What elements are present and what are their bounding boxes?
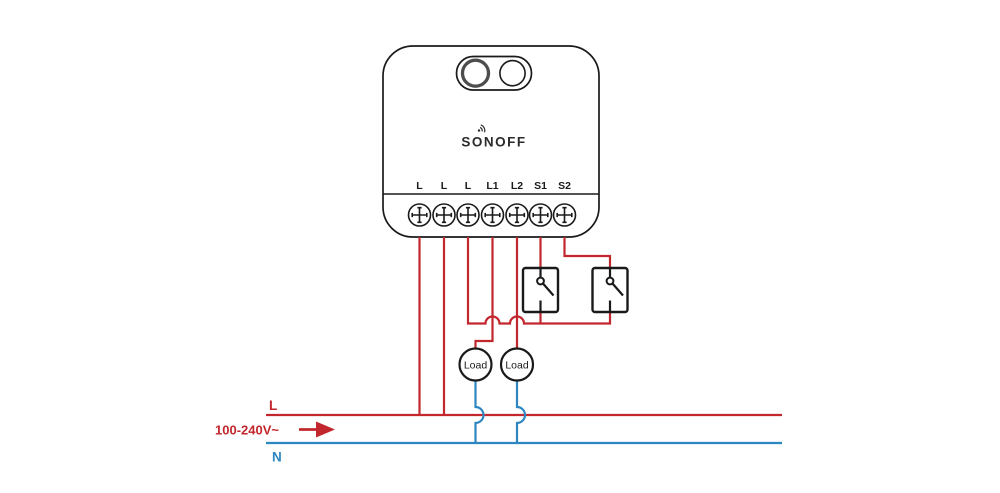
screw-terminal-icon bbox=[480, 203, 505, 227]
neutral-line-label: N bbox=[272, 450, 282, 465]
screw-terminal-icon bbox=[528, 203, 553, 227]
terminal-label-out2: L2 bbox=[511, 180, 523, 192]
load-circle bbox=[499, 347, 535, 382]
s2-to-switch2-wire bbox=[563, 237, 612, 268]
mains-labels: L N 100-240V~ bbox=[215, 398, 335, 465]
switch-icon bbox=[536, 268, 555, 312]
device-button-icon bbox=[460, 58, 491, 88]
terminal-label-l1: L bbox=[416, 180, 423, 192]
screw-terminals bbox=[407, 203, 577, 227]
arrow-right-icon bbox=[299, 421, 335, 438]
load-2-label: Load bbox=[505, 360, 529, 372]
sonoff-device: SONOFF L L L L1 L2 S1 S2 bbox=[382, 45, 600, 238]
switch-icon bbox=[605, 268, 624, 312]
external-switch-1 bbox=[521, 266, 560, 314]
l1-to-load1-wire bbox=[474, 237, 494, 349]
live-wiring bbox=[266, 237, 782, 417]
button-cluster bbox=[455, 55, 533, 91]
external-switch-2 bbox=[591, 266, 629, 314]
live-line-label: L bbox=[269, 398, 277, 413]
screw-terminal-icon bbox=[505, 203, 529, 227]
terminal-label-l3: L bbox=[465, 180, 472, 192]
load1-neutral-wire bbox=[474, 380, 485, 443]
button-recess bbox=[455, 55, 533, 91]
live-wire-switch-bus bbox=[466, 237, 612, 325]
terminal-label-out1: L1 bbox=[486, 180, 498, 192]
terminal-label-s2: S2 bbox=[558, 180, 571, 192]
neutral-wiring bbox=[266, 380, 782, 445]
load-1: Load bbox=[458, 347, 493, 382]
brand-logo: SONOFF bbox=[461, 124, 526, 150]
load-1-label: Load bbox=[464, 360, 488, 372]
load-circle bbox=[458, 347, 493, 382]
sonoff-logo-text: SONOFF bbox=[461, 135, 526, 150]
screw-terminal-icon bbox=[456, 203, 480, 227]
load2-neutral-wire bbox=[515, 380, 527, 443]
screw-terminal-icon bbox=[552, 203, 577, 227]
device-body bbox=[382, 45, 600, 238]
device-led-icon bbox=[499, 59, 526, 87]
terminal-label-s1: S1 bbox=[534, 180, 547, 192]
load-2: Load bbox=[499, 347, 535, 382]
screw-terminal-icon bbox=[432, 203, 456, 227]
voltage-label: 100-240V~ bbox=[215, 423, 279, 438]
wifi-icon bbox=[477, 124, 486, 133]
terminal-label-l2: L bbox=[441, 180, 448, 192]
terminal-labels: L L L L1 L2 S1 S2 bbox=[416, 180, 571, 192]
screw-terminal-icon bbox=[407, 203, 432, 227]
